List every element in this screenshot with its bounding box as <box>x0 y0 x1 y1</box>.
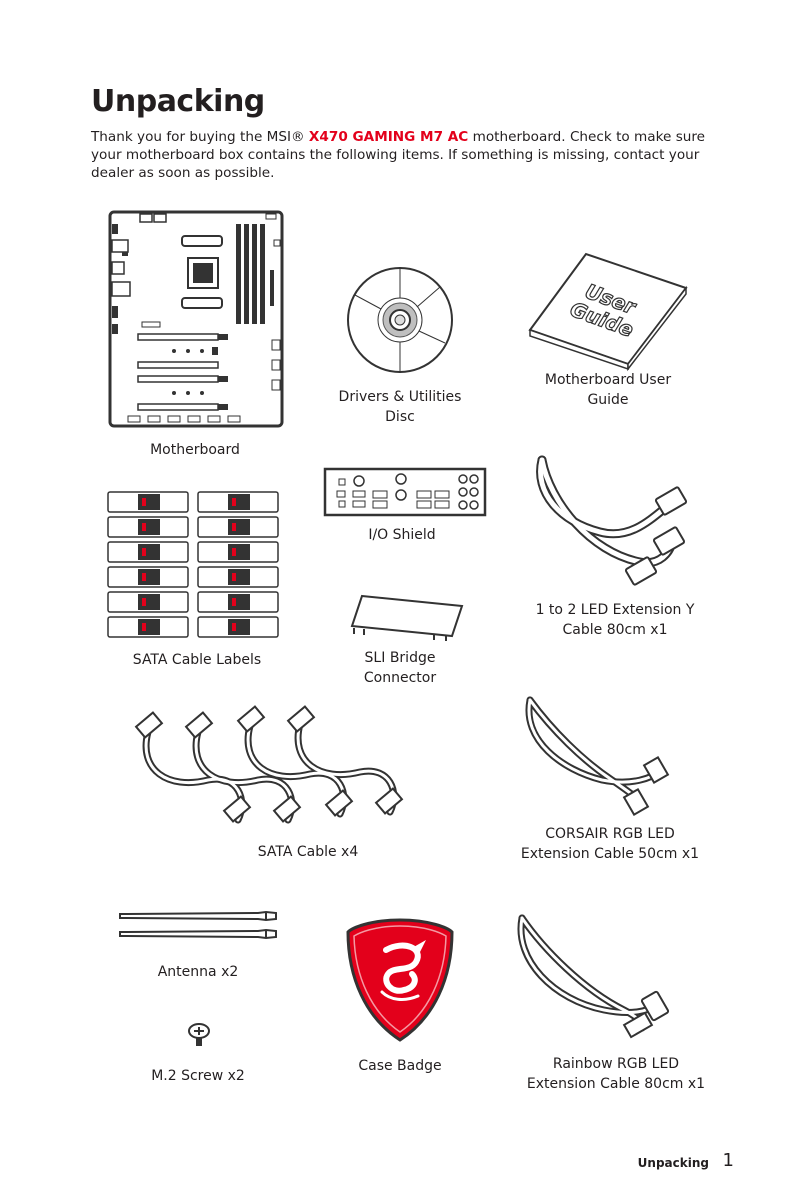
corsair-cable-caption-line2: Extension Cable 50cm x1 <box>520 846 700 862</box>
page-number: 1 <box>722 1150 734 1171</box>
corsair-cable-caption: CORSAIR RGB LED Extension Cable 50cm x1 <box>510 824 710 864</box>
user-guide-caption-line1: Motherboard User <box>544 372 672 388</box>
disc-caption-line1: Drivers & Utilities <box>338 389 462 405</box>
rainbow-cable-caption-line2: Extension Cable 80cm x1 <box>526 1076 706 1092</box>
disc-caption: Drivers & Utilities Disc <box>320 387 480 427</box>
user-guide-illustration: User Guide <box>528 252 688 372</box>
led-y-cable-caption-line1: 1 to 2 LED Extension Y <box>535 602 695 618</box>
intro-text-after: motherboard. Check to make sure your mot… <box>91 129 706 181</box>
io-shield-caption: I/O Shield <box>368 527 436 543</box>
sata-labels-illustration <box>107 491 279 638</box>
screw-icon <box>188 1023 210 1046</box>
motherboard-caption: Motherboard <box>150 442 240 458</box>
rainbow-cable-caption: Rainbow RGB LED Extension Cable 80cm x1 <box>516 1054 716 1094</box>
page-title: Unpacking <box>91 84 265 119</box>
disc-caption-line2: Disc <box>385 409 415 425</box>
corsair-cable-caption-line1: CORSAIR RGB LED <box>545 826 675 842</box>
io-shield-illustration <box>323 467 487 517</box>
sata-cables-illustration <box>134 705 404 824</box>
model-name: X470 GAMING M7 AC <box>308 129 469 145</box>
corsair-cable-illustration <box>525 696 670 817</box>
footer-section-label: Unpacking <box>637 1156 709 1170</box>
led-y-cable-illustration <box>536 455 688 586</box>
led-y-cable-caption: 1 to 2 LED Extension Y Cable 80cm x1 <box>520 600 710 640</box>
sli-bridge-caption-line1: SLI Bridge <box>364 650 436 666</box>
intro-text-before: Thank you for buying the MSI® <box>91 129 309 145</box>
sli-bridge-caption: SLI Bridge Connector <box>340 648 460 688</box>
disc-illustration <box>347 267 453 373</box>
case-badge-illustration <box>346 918 454 1042</box>
sli-bridge-caption-line2: Connector <box>363 670 437 686</box>
screw-caption: M.2 Screw x2 <box>151 1068 245 1084</box>
rainbow-cable-illustration <box>517 914 670 1039</box>
case-badge-caption: Case Badge <box>358 1058 442 1074</box>
user-guide-caption-line2: Guide <box>587 392 629 408</box>
motherboard-illustration <box>108 210 284 428</box>
rainbow-cable-caption-line1: Rainbow RGB LED <box>552 1056 680 1072</box>
sata-labels-caption: SATA Cable Labels <box>132 652 262 668</box>
intro-paragraph: Thank you for buying the MSI® X470 GAMIN… <box>91 128 731 182</box>
antenna-caption: Antenna x2 <box>157 964 239 980</box>
antenna-illustration <box>119 910 277 940</box>
led-y-cable-caption-line2: Cable 80cm x1 <box>562 622 668 638</box>
sata-cable-caption: SATA Cable x4 <box>257 844 359 860</box>
user-guide-caption: Motherboard User Guide <box>526 370 690 410</box>
sli-bridge-illustration <box>350 594 464 641</box>
